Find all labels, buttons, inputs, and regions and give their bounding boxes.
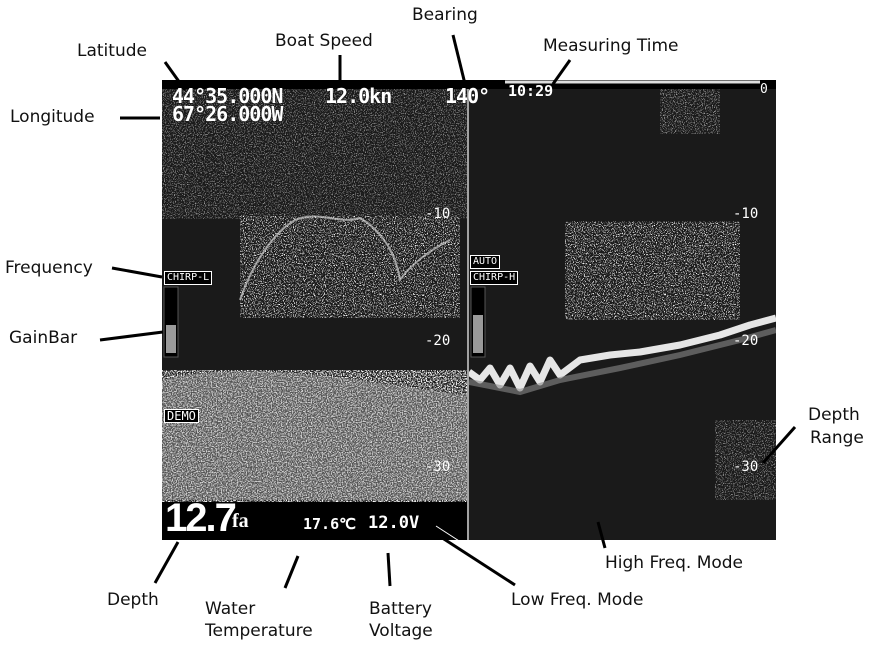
depth-tick-left-10: -10 bbox=[425, 206, 451, 222]
auto-tag: AUTO bbox=[470, 255, 501, 269]
callout-line-high-freq bbox=[596, 521, 607, 549]
callout-frequency: Frequency bbox=[5, 258, 93, 278]
depth-tick-right-20: -20 bbox=[733, 333, 759, 349]
callout-line-low-freq bbox=[429, 528, 516, 587]
battery-readout: 12.0V bbox=[368, 513, 420, 533]
frequency-tag-high: CHIRP-H bbox=[470, 271, 519, 285]
depth-tick-right-30: -30 bbox=[733, 459, 759, 475]
callout-lines bbox=[99, 34, 797, 589]
gain-bar-right bbox=[470, 286, 486, 358]
callout-high-freq-mode: High Freq. Mode bbox=[605, 553, 744, 573]
bottom-line-high-glow bbox=[469, 327, 776, 396]
callout-battery-voltage-2: Voltage bbox=[369, 621, 433, 641]
callout-line-time bbox=[551, 59, 572, 85]
callout-water-temp-2: Temperature bbox=[205, 621, 313, 641]
callout-depth-range-1: Depth bbox=[808, 405, 860, 425]
water-temp-readout: 17.6℃ bbox=[303, 515, 356, 533]
callout-bearing: Bearing bbox=[412, 5, 478, 25]
depth-tick-right-10: -10 bbox=[733, 206, 759, 222]
surface-noise bbox=[162, 89, 467, 219]
top-right-depth: 0 bbox=[760, 82, 768, 97]
fish-school-echo bbox=[240, 216, 460, 318]
fish-school-outline bbox=[239, 215, 451, 301]
speed-readout: 12.0kn bbox=[325, 84, 392, 108]
bottom-line-high bbox=[469, 314, 776, 392]
callout-depth: Depth bbox=[107, 590, 159, 610]
callout-line-low-freq-2 bbox=[435, 525, 522, 582]
callout-line-water bbox=[283, 555, 300, 589]
fish-school-echo-high bbox=[565, 221, 740, 320]
callout-low-freq-mode: Low Freq. Mode bbox=[511, 590, 644, 610]
callout-gain-bar: GainBar bbox=[9, 328, 78, 348]
demo-tag: DEMO bbox=[164, 409, 199, 423]
callout-water-temp-1: Water bbox=[205, 599, 256, 619]
callout-line-frequency bbox=[111, 266, 163, 279]
callout-latitude: Latitude bbox=[77, 41, 147, 61]
frequency-tag-low: CHIRP-L bbox=[164, 271, 213, 285]
latitude-readout: 44°35.000N bbox=[172, 84, 283, 108]
callout-line-gain bbox=[99, 330, 164, 342]
depth-unit: fa bbox=[232, 510, 249, 532]
bottom-echo bbox=[162, 370, 467, 505]
time-readout: 10:29 bbox=[508, 82, 554, 100]
callout-line-depth-range bbox=[761, 426, 797, 464]
gain-bar-left bbox=[163, 286, 179, 358]
bottom-status-bar bbox=[162, 502, 467, 540]
bearing-readout: 140° bbox=[445, 84, 490, 108]
surface-noise-high bbox=[660, 89, 720, 134]
low-freq-panel bbox=[162, 89, 467, 505]
bottom-right-bar bbox=[469, 502, 776, 540]
callout-measuring-time: Measuring Time bbox=[543, 36, 679, 56]
callout-line-latitude bbox=[163, 61, 187, 91]
callout-line-battery bbox=[386, 552, 392, 587]
callout-line-depth bbox=[153, 541, 180, 584]
longitude-readout: 67°26.000W bbox=[172, 102, 283, 126]
callout-line-bearing bbox=[451, 34, 467, 85]
top-status-bar bbox=[162, 80, 776, 89]
callout-longitude: Longitude bbox=[10, 107, 95, 127]
callout-depth-range-2: Range bbox=[810, 428, 864, 448]
callout-boat-speed: Boat Speed bbox=[275, 31, 373, 51]
depth-tick-left-30: -30 bbox=[425, 459, 451, 475]
callout-battery-voltage-1: Battery bbox=[369, 599, 432, 619]
depth-value: 12.7 bbox=[165, 496, 237, 540]
depth-tick-left-20: -20 bbox=[425, 333, 451, 349]
bottom-echo-base bbox=[162, 371, 467, 500]
